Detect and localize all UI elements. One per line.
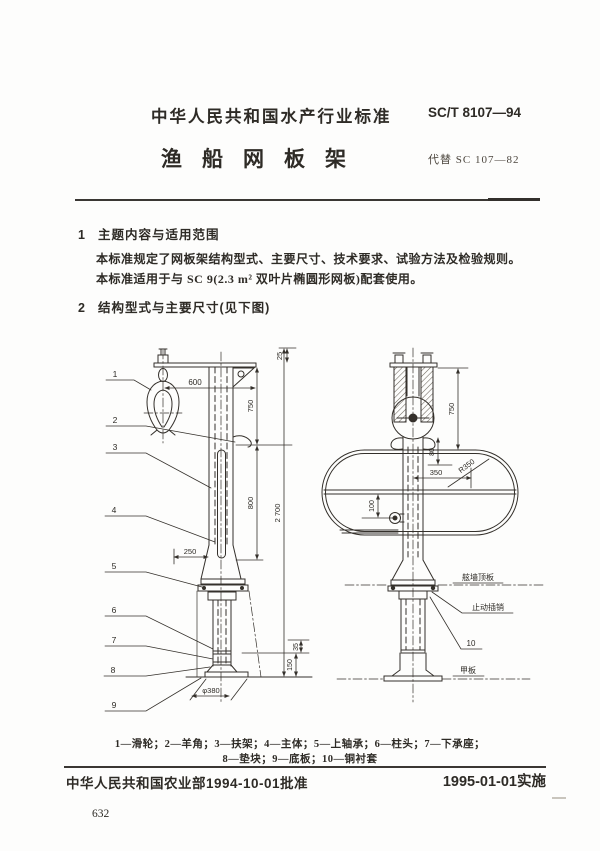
side-dimensions: 600 25 750 800 2 700 250 35 150: [164, 347, 310, 701]
front-view: 750 80 350 R350 100 舷墙顶板 止动插销 10 甲板: [321, 347, 544, 703]
footer-rule: [64, 766, 546, 768]
front-column: [390, 436, 436, 581]
horn-right: [422, 437, 436, 450]
front-annotations: 舷墙顶板 止动插销 10 甲板: [429, 572, 514, 677]
figure-caption-line-2: 8—垫块；9—底板；10—铜衬套: [222, 754, 378, 765]
dim-750-front: 750: [447, 403, 456, 416]
section-1-paragraph-2: 本标准适用于与 SC 9(2.3 m² 双叶片椭圆形网板)配套使用。: [96, 272, 423, 286]
dim-r350: R350: [457, 457, 477, 475]
section-1-title: 主题内容与适用范围: [97, 228, 220, 242]
section-2-heading: 2 结构型式与主要尺寸(见下图): [78, 297, 270, 316]
approval-statement: 中华人民共和国农业部1994-10-01批准: [66, 776, 309, 791]
dim-80: 80: [429, 448, 436, 456]
part-label-2: 2: [113, 415, 118, 425]
figure-caption-line-1: 1—滑轮；2—羊角；3—扶架；4—主体；5—上轴承；6—柱头；7—下承座；: [114, 739, 486, 750]
part-label-7: 7: [112, 635, 117, 645]
section-1-number: 1: [78, 228, 86, 242]
davit-arm: [153, 348, 257, 389]
side-view: 600 25 750 800 2 700 250 35 150: [103, 347, 313, 712]
dim-100: 100: [369, 500, 376, 512]
dim-750-side: 750: [246, 400, 255, 413]
phantom-diagonal: [248, 590, 262, 678]
page-title: 渔船网板架: [161, 148, 366, 171]
front-pedestal: [383, 598, 443, 682]
dim-350: 350: [430, 468, 443, 477]
section-2-number: 2: [78, 301, 86, 315]
label-bulwark-top: 舷墙顶板: [462, 572, 494, 582]
side-bearing-flange: [197, 578, 249, 601]
pulley-block: [146, 368, 180, 436]
label-stop-pin: 止动插销: [472, 602, 504, 612]
dim-35: 35: [293, 643, 300, 651]
part-label-3: 3: [113, 442, 118, 452]
column-slot: [217, 449, 226, 559]
dim-800: 800: [246, 497, 255, 510]
standard-code: SC/T 8107—94: [428, 105, 522, 120]
reference-lines: [336, 584, 544, 680]
front-head: [389, 352, 438, 440]
dim-600: 600: [188, 378, 202, 387]
side-pedestal: [185, 590, 313, 678]
horn-left: [390, 437, 404, 450]
label-part-10: 10: [467, 639, 476, 648]
gusset-hole: [237, 370, 245, 378]
scan-smudge: [552, 797, 566, 799]
gusset-plate: [232, 367, 256, 389]
page-number: 632: [92, 808, 110, 820]
sheave: [391, 396, 435, 440]
dim-250: 250: [184, 547, 197, 556]
side-column: [200, 366, 252, 580]
label-deck: 甲板: [460, 665, 476, 675]
header-rule-dark-segment: [488, 198, 540, 201]
part-label-9: 9: [112, 700, 117, 710]
part-label-4: 4: [112, 505, 117, 515]
supersedes-note: 代替 SC 107—82: [428, 154, 520, 166]
side-centerlines: [143, 349, 222, 704]
part-labels: 1 2 3 4 5 6 7 8 9: [103, 369, 236, 712]
standard-organization: 中华人民共和国水产行业标准: [151, 108, 392, 126]
part-label-8: 8: [111, 665, 116, 675]
dim-phi380: φ380: [202, 686, 219, 695]
section-1-heading: 1 主题内容与适用范围: [78, 224, 219, 243]
otter-board-outline: [321, 449, 519, 536]
horn-hook: [232, 435, 252, 448]
base-plate: [204, 671, 249, 678]
dim-25: 25: [275, 352, 284, 360]
technical-drawing: 600 25 750 800 2 700 250 35 150: [103, 347, 544, 712]
dim-150: 150: [287, 659, 294, 671]
front-base-plate: [383, 675, 443, 682]
section-2-title: 结构型式与主要尺寸(见下图): [97, 301, 271, 315]
part-label-1: 1: [113, 369, 118, 379]
header-rule: [75, 199, 540, 201]
section-1-paragraph-1: 本标准规定了网板架结构型式、主要尺寸、技术要求、试验方法及检验规则。: [96, 252, 522, 266]
dim-2700: 2 700: [273, 504, 282, 523]
part-label-6: 6: [112, 605, 117, 615]
part-label-5: 5: [112, 561, 117, 571]
front-bearing-flange: [387, 579, 439, 600]
implementation-date: 1995-01-01实施: [442, 774, 546, 790]
